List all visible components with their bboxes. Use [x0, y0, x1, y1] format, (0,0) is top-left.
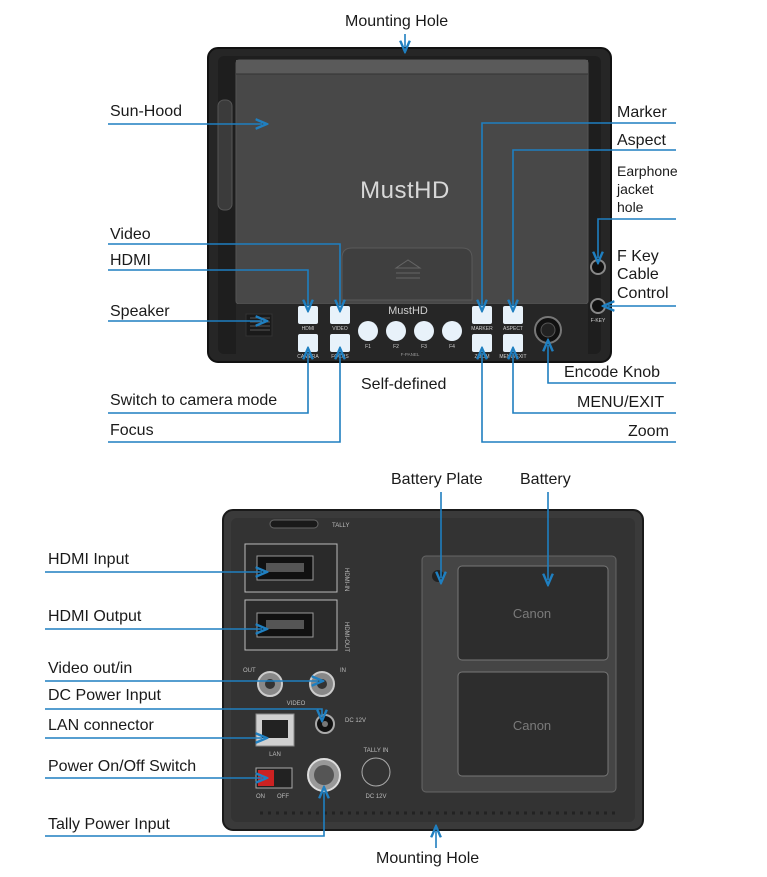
svg-text:OFF: OFF [277, 794, 289, 800]
label-earphone-1: Earphone [617, 163, 678, 179]
menu-button [503, 334, 523, 352]
camera-button [298, 334, 318, 352]
video-button [330, 306, 350, 324]
label-battery-plate: Battery Plate [391, 471, 483, 488]
label-hdmi: HDMI [110, 252, 151, 269]
hdmi-button [298, 306, 318, 324]
svg-text:HDMI-IN: HDMI-IN [343, 568, 349, 591]
label-encode-knob: Encode Knob [564, 364, 661, 381]
label-hdmi-input: HDMI Input [48, 551, 129, 568]
label-menu-exit: MENU/EXIT [577, 394, 665, 411]
front-monitor: MustHD MustHD HDMI VIDEO CAMERA FOCUS F1… [207, 47, 612, 363]
f1-button [358, 321, 378, 341]
f4-button [442, 321, 462, 341]
label-power-switch: Power On/Off Switch [48, 758, 197, 775]
panel-brand-logo: MustHD [388, 305, 428, 317]
svg-text:Canon: Canon [513, 718, 551, 733]
sun-hood-top-edge [236, 60, 588, 74]
label-earphone-3: hole [617, 199, 644, 215]
svg-text:TALLY: TALLY [332, 523, 349, 529]
label-zoom: Zoom [628, 423, 669, 440]
back-monitor: TALLY HDMI-IN HDMI-OUT OUT IN VIDEO DC 1… [222, 509, 644, 831]
svg-text:Canon: Canon [513, 606, 551, 621]
control-strip [236, 304, 588, 354]
label-switch-camera: Switch to camera mode [110, 392, 278, 409]
label-earphone-2: jacket [617, 181, 654, 197]
label-fkey-3: Control [617, 285, 669, 302]
zoom-button [472, 334, 492, 352]
tally-lamp [269, 519, 319, 529]
svg-text:OUT: OUT [243, 668, 256, 674]
f3-button [414, 321, 434, 341]
hood-brand-logo: MustHD [360, 177, 450, 204]
svg-text:TALLY IN: TALLY IN [363, 748, 388, 754]
sun-hood-tab [341, 247, 473, 301]
label-sun-hood: Sun-Hood [110, 103, 183, 120]
svg-text:F-KEY: F-KEY [591, 318, 606, 324]
svg-text:ON: ON [256, 794, 265, 800]
battery-bottom [457, 671, 609, 777]
back-leader-lines [45, 492, 548, 848]
speaker-grille [245, 313, 273, 337]
label-fkey-2: Cable [617, 266, 659, 283]
earphone-jack [590, 259, 606, 275]
f2-button [386, 321, 406, 341]
label-mounting-hole-top: Mounting Hole [345, 13, 449, 30]
label-aspect: Aspect [617, 132, 666, 149]
svg-text:F-PANEL: F-PANEL [401, 352, 420, 357]
label-video: Video [110, 226, 151, 243]
label-battery: Battery [520, 471, 571, 488]
svg-text:DC 12V: DC 12V [345, 718, 366, 724]
label-mounting-hole-bottom: Mounting Hole [376, 850, 480, 867]
svg-text:ASPECT: ASPECT [503, 326, 523, 332]
svg-text:LAN: LAN [269, 752, 281, 758]
label-marker: Marker [617, 104, 667, 121]
svg-text:DC 12V: DC 12V [365, 794, 386, 800]
svg-text:IN: IN [340, 668, 346, 674]
svg-text:VIDEO: VIDEO [332, 326, 348, 332]
label-lan-connector: LAN connector [48, 717, 154, 734]
fkey-jack [590, 298, 606, 314]
battery-top [457, 565, 609, 661]
svg-text:F1: F1 [365, 344, 371, 350]
marker-button [472, 306, 492, 324]
label-video-out-in: Video out/in [48, 660, 133, 677]
label-speaker: Speaker [110, 303, 170, 320]
label-focus: Focus [110, 422, 154, 439]
focus-button [330, 334, 350, 352]
label-dc-power-input: DC Power Input [48, 687, 161, 704]
label-tally-power-input: Tally Power Input [48, 816, 170, 833]
svg-text:MARKER: MARKER [471, 326, 493, 332]
svg-text:VIDEO: VIDEO [287, 701, 306, 707]
label-self-defined: Self-defined [361, 376, 447, 393]
label-fkey-1: F Key [617, 248, 659, 265]
aspect-button [503, 306, 523, 324]
front-leader-lines [108, 34, 676, 443]
svg-text:HDMI-OUT: HDMI-OUT [343, 622, 349, 652]
svg-text:F2: F2 [393, 344, 399, 350]
sun-hood-side-latch [217, 99, 233, 211]
svg-text:F3: F3 [421, 344, 427, 350]
svg-text:F4: F4 [449, 344, 455, 350]
svg-text:HDMI: HDMI [302, 326, 315, 332]
label-hdmi-output: HDMI Output [48, 608, 142, 625]
